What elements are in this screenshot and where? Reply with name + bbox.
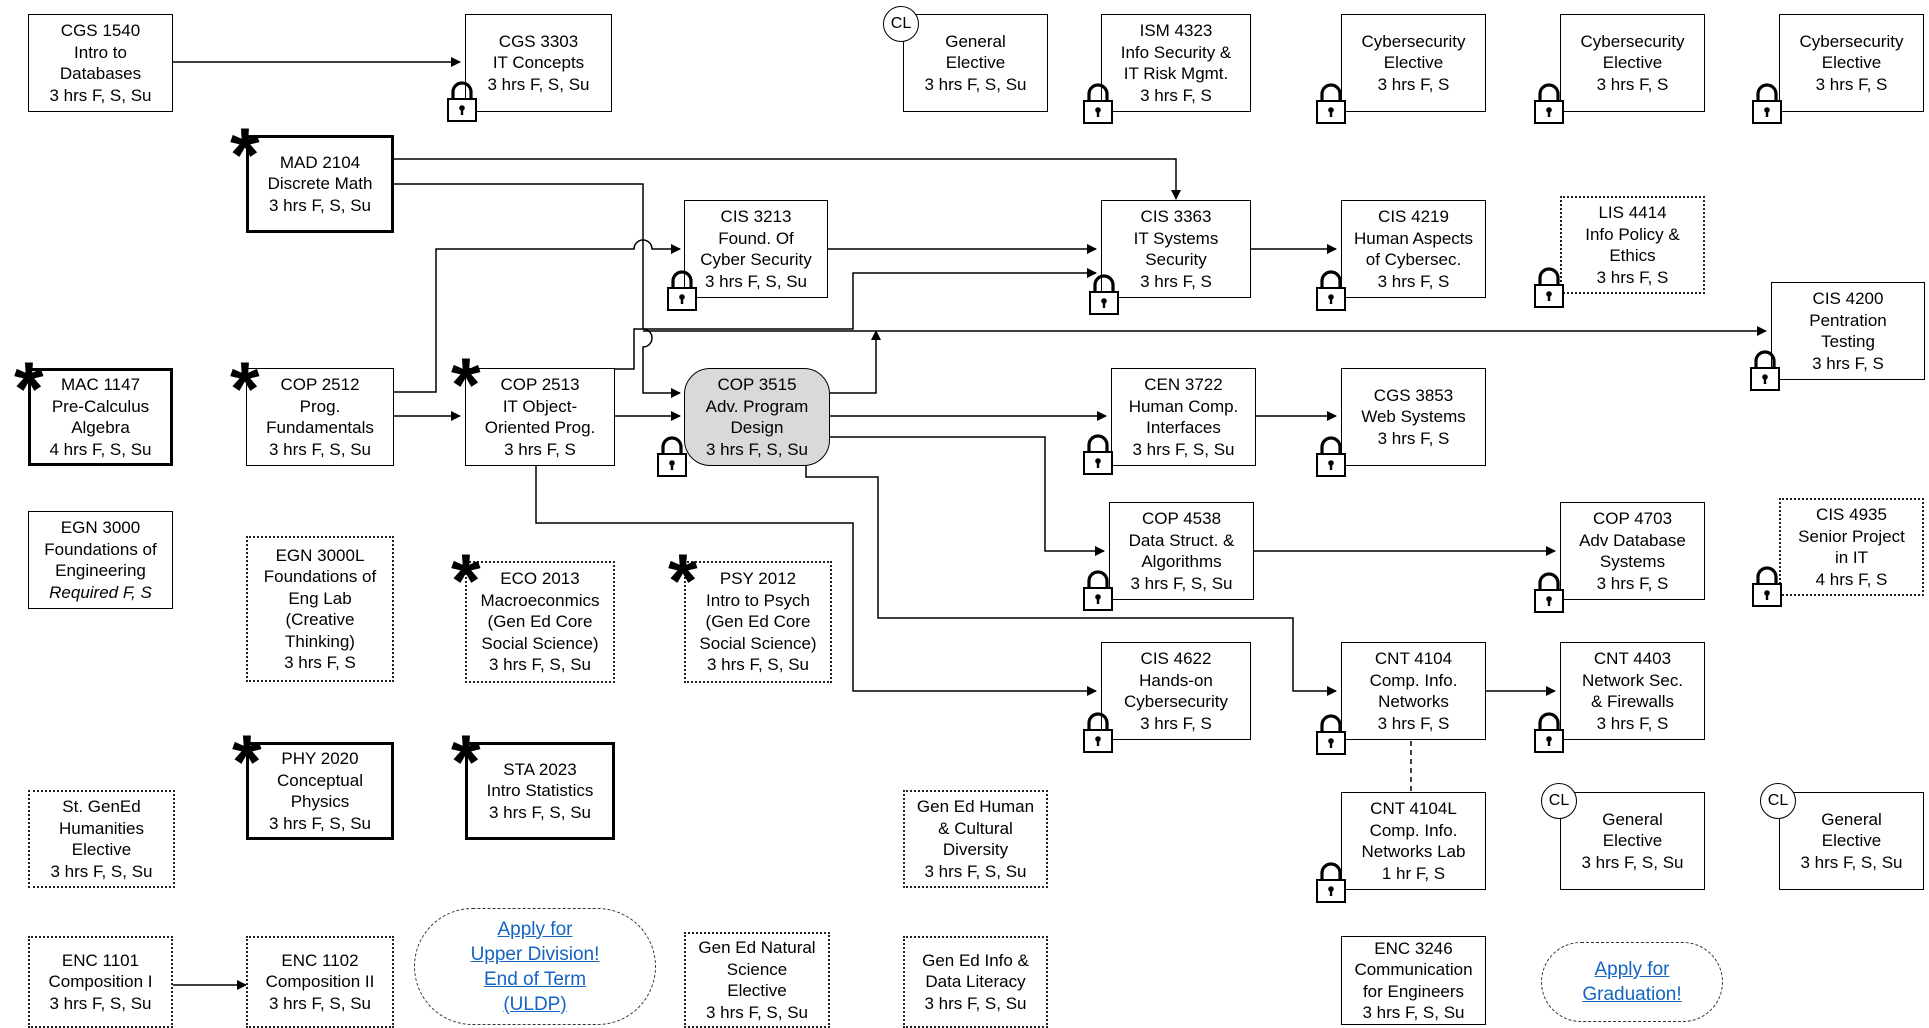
- course-mac1147[interactable]: MAC 1147 Pre-Calculus Algebra 4 hrs F, S…: [28, 368, 173, 466]
- lock-icon: [1316, 270, 1346, 311]
- asterisk-icon: *: [451, 720, 481, 805]
- lock-icon: [1752, 83, 1782, 124]
- apply-upper-division-link[interactable]: Apply for Upper Division! End of Term (U…: [414, 908, 656, 1025]
- apply-graduation-link[interactable]: Apply for Graduation!: [1541, 942, 1723, 1022]
- cl-badge: CL: [883, 6, 919, 42]
- course-sta2023[interactable]: STA 2023 Intro Statistics 3 hrs F, S, Su: [465, 742, 615, 840]
- course-cgs1540[interactable]: CGS 1540 Intro to Databases 3 hrs F, S, …: [28, 14, 173, 112]
- lock-icon: [1083, 83, 1113, 124]
- arrow-cop3515-cop4538: [790, 436, 1105, 556]
- arrow-mad2104-cop3515: [394, 183, 681, 398]
- course-cybersecurity-elective-1[interactable]: Cybersecurity Elective 3 hrs F, S: [1341, 14, 1486, 112]
- lock-icon: [1750, 350, 1780, 391]
- course-enc3246[interactable]: ENC 3246 Communication for Engineers 3 h…: [1341, 936, 1486, 1025]
- course-general-elective-right[interactable]: General Elective 3 hrs F, S, Su: [1779, 792, 1924, 890]
- course-gened-info-data-literacy[interactable]: Gen Ed Info & Data Literacy 3 hrs F, S, …: [903, 936, 1048, 1028]
- arrow-cop2513-cis3363: [615, 268, 1097, 370]
- lock-icon: [1316, 714, 1346, 755]
- course-lis4414[interactable]: LIS 4414 Info Policy & Ethics 3 hrs F, S: [1560, 196, 1705, 294]
- course-general-elective-middle[interactable]: General Elective 3 hrs F, S, Su: [1560, 792, 1705, 890]
- course-enc1101[interactable]: ENC 1101 Composition I 3 hrs F, S, Su: [28, 936, 173, 1028]
- lock-icon: [447, 81, 477, 122]
- course-cis3213[interactable]: CIS 3213 Found. Of Cyber Security 3 hrs …: [684, 200, 828, 298]
- asterisk-icon: *: [668, 539, 698, 624]
- course-enc1102[interactable]: ENC 1102 Composition II 3 hrs F, S, Su: [246, 936, 394, 1028]
- course-cop2512[interactable]: COP 2512 Prog. Fundamentals 3 hrs F, S, …: [246, 368, 394, 466]
- course-cis4622[interactable]: CIS 4622 Hands-on Cybersecurity 3 hrs F,…: [1101, 642, 1251, 740]
- course-cis3363[interactable]: CIS 3363 IT Systems Security 3 hrs F, S: [1101, 200, 1251, 298]
- asterisk-icon: *: [230, 113, 260, 198]
- course-eco2013[interactable]: ECO 2013 Macroeconmics (Gen Ed Core Soci…: [465, 561, 615, 683]
- asterisk-icon: *: [232, 720, 262, 805]
- lock-icon: [1316, 862, 1346, 903]
- course-mad2104[interactable]: MAD 2104 Discrete Math 3 hrs F, S, Su: [246, 135, 394, 233]
- lock-icon: [657, 436, 687, 477]
- course-cop4538[interactable]: COP 4538 Data Struct. & Algorithms 3 hrs…: [1109, 502, 1254, 600]
- asterisk-icon: *: [230, 347, 260, 432]
- course-cnt4104[interactable]: CNT 4104 Comp. Info. Networks 3 hrs F, S: [1341, 642, 1486, 740]
- course-cop4703[interactable]: COP 4703 Adv Database Systems 3 hrs F, S: [1560, 502, 1705, 600]
- course-egn3000[interactable]: EGN 3000 Foundations of Engineering Requ…: [28, 511, 173, 609]
- course-phy2020[interactable]: PHY 2020 Conceptual Physics 3 hrs F, S, …: [246, 742, 394, 840]
- lock-icon: [1752, 566, 1782, 607]
- course-cis4935[interactable]: CIS 4935 Senior Project in IT 4 hrs F, S: [1779, 498, 1924, 596]
- course-cen3722[interactable]: CEN 3722 Human Comp. Interfaces 3 hrs F,…: [1111, 368, 1256, 466]
- course-cis4219[interactable]: CIS 4219 Human Aspects of Cybersec. 3 hr…: [1341, 200, 1486, 298]
- course-cis4200[interactable]: CIS 4200 Pentration Testing 3 hrs F, S: [1771, 282, 1925, 380]
- lock-icon: [1316, 83, 1346, 124]
- course-cgs3303[interactable]: CGS 3303 IT Concepts 3 hrs F, S, Su: [465, 14, 612, 112]
- course-cybersecurity-elective-2[interactable]: Cybersecurity Elective 3 hrs F, S: [1560, 14, 1705, 112]
- arrow-cop2513-cis4622: [535, 462, 1097, 696]
- course-cybersecurity-elective-3[interactable]: Cybersecurity Elective 3 hrs F, S: [1779, 14, 1924, 112]
- asterisk-icon: *: [451, 343, 481, 428]
- asterisk-icon: *: [451, 539, 481, 624]
- course-cnt4104l[interactable]: CNT 4104L Comp. Info. Networks Lab 1 hr …: [1341, 792, 1486, 890]
- course-cgs3853[interactable]: CGS 3853 Web Systems 3 hrs F, S: [1341, 368, 1486, 466]
- lock-icon: [667, 270, 697, 311]
- arrow-cop3515-cnt4104: [805, 462, 1337, 696]
- course-gened-natural-science[interactable]: Gen Ed Natural Science Elective 3 hrs F,…: [684, 932, 830, 1028]
- lock-icon: [1083, 434, 1113, 475]
- course-egn3000l[interactable]: EGN 3000L Foundations of Eng Lab (Creati…: [246, 536, 394, 682]
- lock-icon: [1534, 712, 1564, 753]
- course-gened-human-cultural-diversity[interactable]: Gen Ed Human & Cultural Diversity 3 hrs …: [903, 790, 1048, 888]
- course-cnt4403[interactable]: CNT 4403 Network Sec. & Firewalls 3 hrs …: [1560, 642, 1705, 740]
- arrow-cop3515-cis4200: [830, 330, 881, 394]
- course-general-elective-top[interactable]: General Elective 3 hrs F, S, Su: [903, 14, 1048, 112]
- lock-icon: [1534, 83, 1564, 124]
- course-st-gened-humanities[interactable]: St. GenEd Humanities Elective 3 hrs F, S…: [28, 790, 175, 888]
- cl-badge: CL: [1541, 783, 1577, 819]
- cl-badge: CL: [1760, 783, 1796, 819]
- course-ism4323[interactable]: ISM 4323 Info Security & IT Risk Mgmt. 3…: [1101, 14, 1251, 112]
- course-cop2513[interactable]: COP 2513 IT Object- Oriented Prog. 3 hrs…: [465, 368, 615, 466]
- lock-icon: [1316, 436, 1346, 477]
- lock-icon: [1083, 570, 1113, 611]
- arrow-cop2512-cis3213: [394, 239, 681, 393]
- lock-icon: [1089, 274, 1119, 315]
- asterisk-icon: *: [14, 347, 44, 432]
- lock-icon: [1534, 267, 1564, 308]
- course-psy2012[interactable]: PSY 2012 Intro to Psych (Gen Ed Core Soc…: [684, 561, 832, 683]
- arrow-mad2104-cis3363: [394, 158, 1181, 200]
- lock-icon: [1534, 572, 1564, 613]
- course-cop3515[interactable]: COP 3515 Adv. Program Design 3 hrs F, S,…: [684, 368, 830, 466]
- lock-icon: [1083, 712, 1113, 753]
